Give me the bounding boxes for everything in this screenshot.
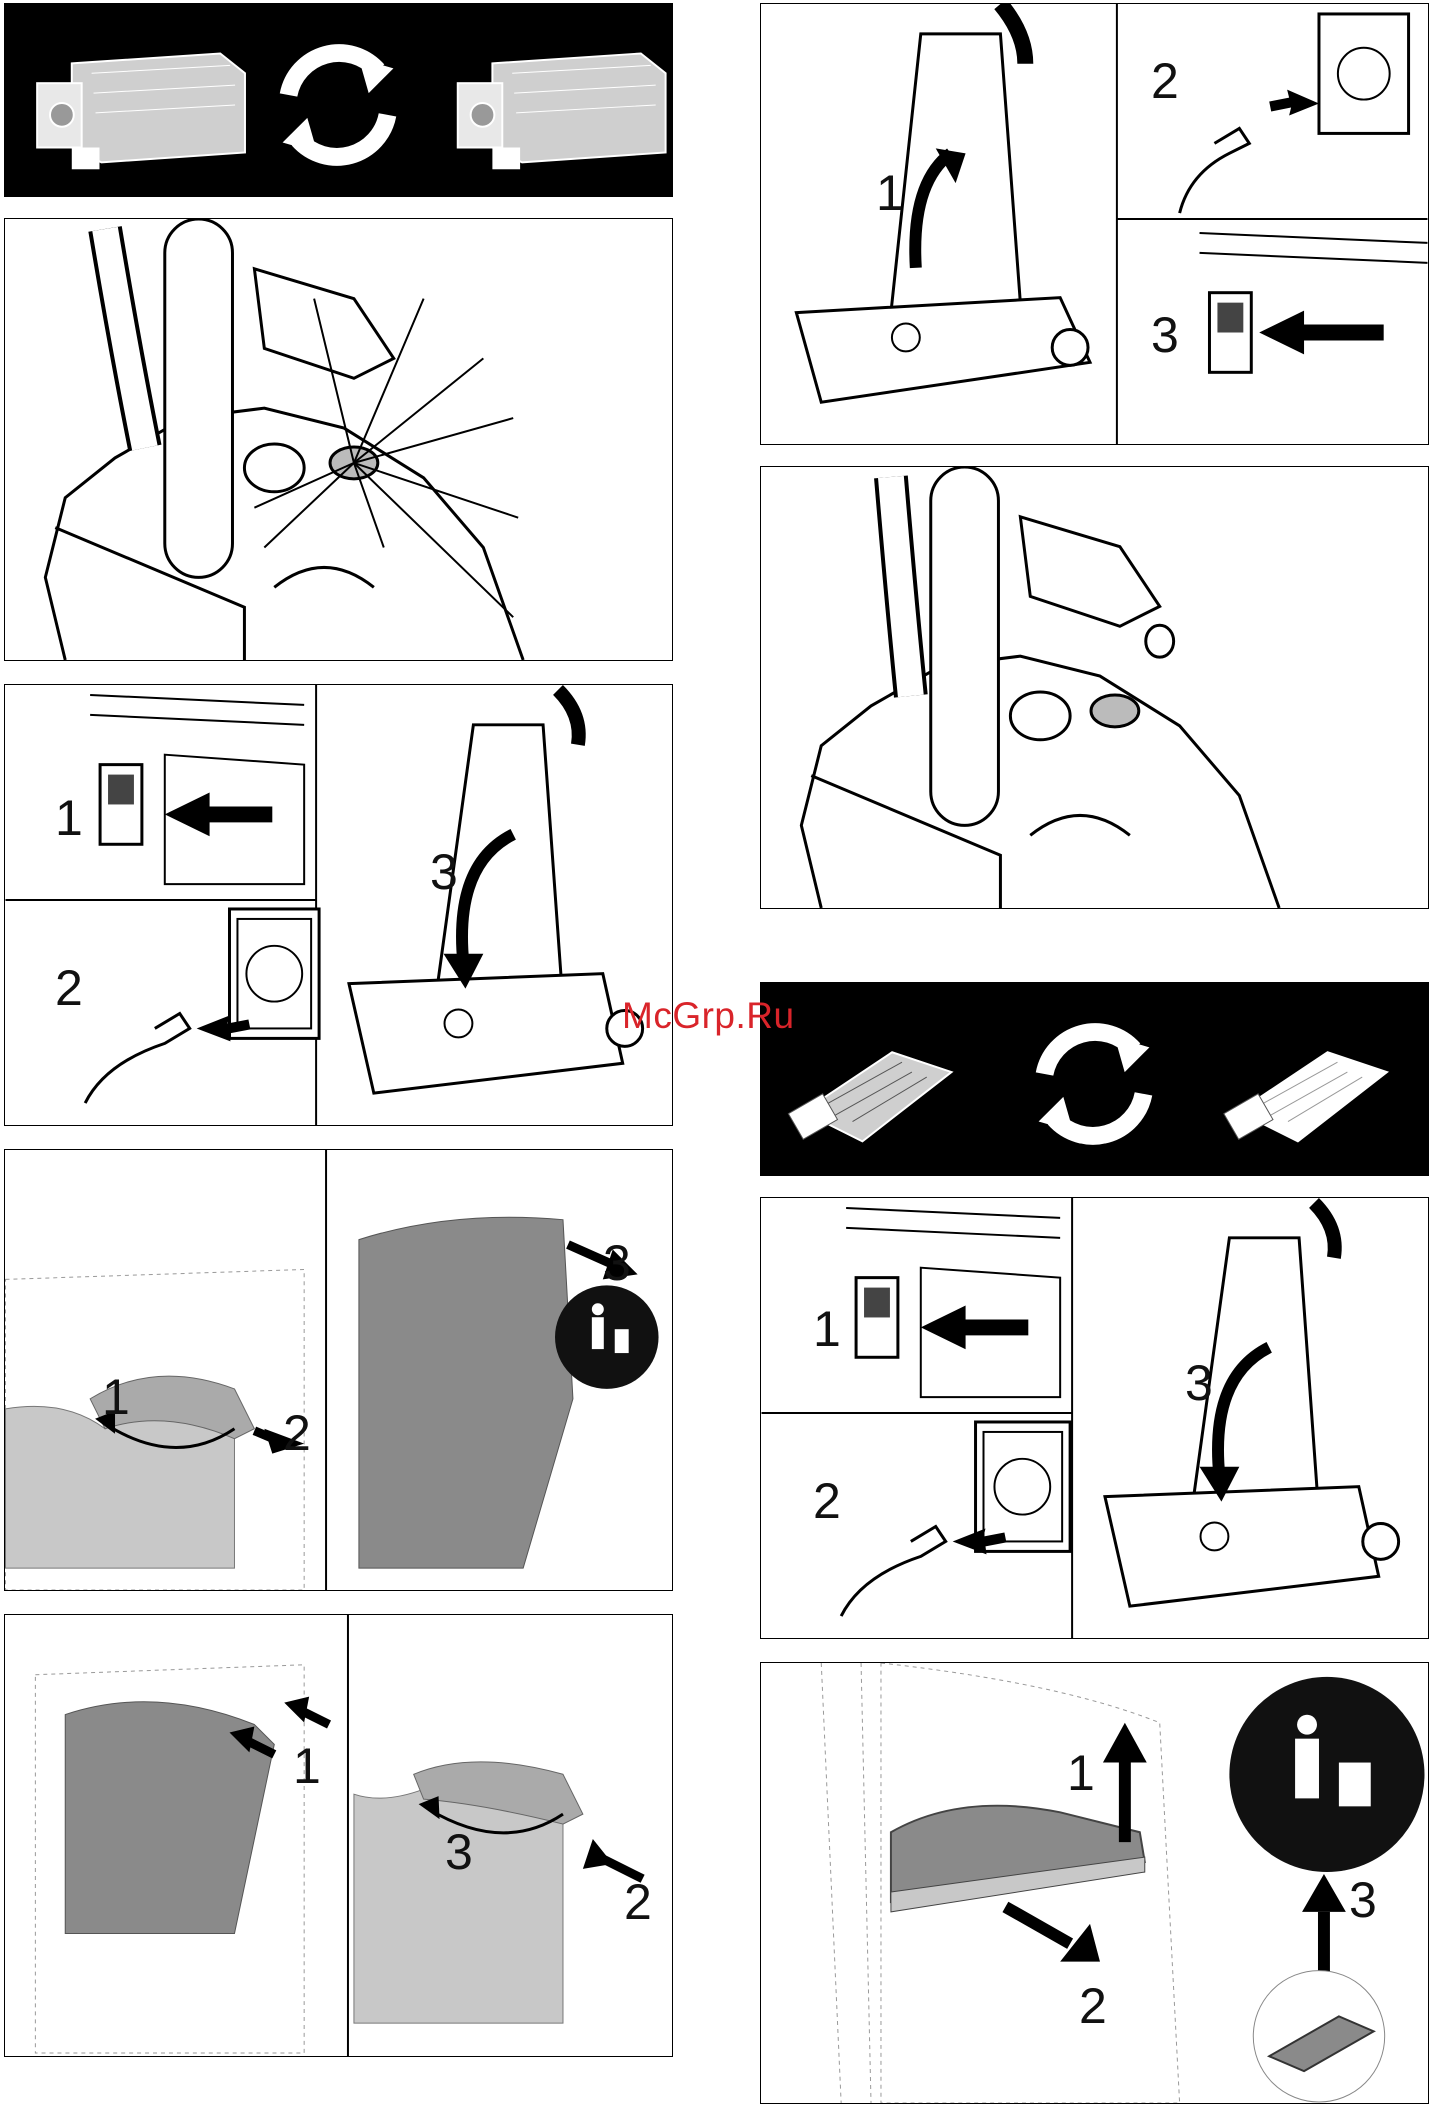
filter-replace-banner (760, 982, 1429, 1176)
step-number-2: 2 (1151, 56, 1179, 106)
power-off-sequence-panel-filter: 1 2 3 (760, 1197, 1429, 1639)
power-off-sequence-art (5, 685, 672, 1125)
step-number-1: 1 (876, 168, 904, 218)
remove-bag-panel: 1 2 3 (4, 1149, 673, 1591)
vacuum-top-illustration (5, 219, 672, 660)
bag-ok-indicator-panel (760, 466, 1429, 909)
step-number-2: 2 (55, 963, 83, 1013)
step-number-3: 3 (1151, 310, 1179, 360)
power-on-sequence-art (761, 4, 1428, 444)
insert-bag-panel: 1 2 3 (4, 1614, 673, 2057)
insert-bag-art (5, 1615, 672, 2056)
watermark: McGrp.Ru (622, 995, 795, 1037)
dustbag-replace-icon (5, 4, 672, 196)
step-number-1: 1 (813, 1304, 841, 1354)
bag-full-indicator-panel (4, 218, 673, 661)
step-number-3: 3 (430, 847, 458, 897)
step-number-1: 1 (1067, 1748, 1095, 1798)
step-number-2: 2 (813, 1476, 841, 1526)
step-number-1: 1 (293, 1741, 321, 1791)
step-number-2: 2 (624, 1877, 652, 1927)
step-number-3: 3 (603, 1238, 631, 1288)
power-off-sequence-filter-art (761, 1198, 1428, 1638)
step-number-3: 3 (1185, 1358, 1213, 1408)
step-number-2: 2 (283, 1408, 311, 1458)
dustbag-replace-banner (4, 3, 673, 197)
remove-filter-panel: 1 2 3 (760, 1662, 1429, 2104)
step-number-3: 3 (1349, 1875, 1377, 1925)
step-number-3: 3 (445, 1827, 473, 1877)
step-number-1: 1 (102, 1372, 130, 1422)
power-on-sequence-panel: 1 2 3 (760, 3, 1429, 445)
vacuum-top-normal-illustration (761, 467, 1428, 908)
filter-replace-icon (761, 983, 1428, 1175)
power-off-sequence-panel: 1 2 3 (4, 684, 673, 1126)
remove-filter-art (761, 1663, 1428, 2103)
step-number-1: 1 (55, 793, 83, 843)
step-number-2: 2 (1079, 1981, 1107, 2031)
